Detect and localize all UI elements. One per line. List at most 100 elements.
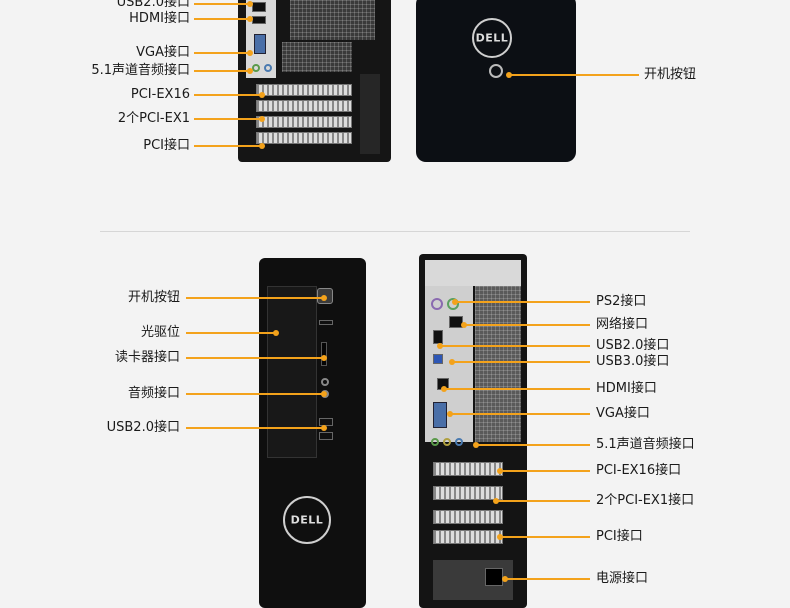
line-vga-top xyxy=(194,52,250,54)
optical-drive-bay xyxy=(267,286,317,458)
top-rear-usb-port xyxy=(252,2,266,12)
front-panel-slot xyxy=(319,320,333,325)
top-rear-fan-grill xyxy=(282,42,352,72)
top-rear-audio-jack-2 xyxy=(264,64,272,72)
line-ethernet xyxy=(464,324,590,326)
label-vga-rear: VGA接口 xyxy=(596,406,650,421)
top-rear-vga-port xyxy=(254,34,266,54)
rear-audio-jack-1 xyxy=(431,438,439,446)
top-rear-slot-3 xyxy=(256,116,352,128)
label-hdmi-rear: HDMI接口 xyxy=(596,381,657,396)
line-audio51-rear xyxy=(476,444,590,446)
top-rear-audio-jack-1 xyxy=(252,64,260,72)
line-power-socket xyxy=(505,578,590,580)
dot-usb30 xyxy=(449,359,455,365)
dell-logo-text: DELL xyxy=(475,31,509,45)
dell-logo-text-bottom: DELL xyxy=(290,513,324,527)
dot-ethernet xyxy=(461,322,467,328)
line-optical xyxy=(186,332,276,334)
front-usb-port-2 xyxy=(319,432,333,440)
line-pci-top xyxy=(194,145,262,147)
line-vga-rear xyxy=(450,413,590,415)
dot-usb20-front xyxy=(321,425,327,431)
label-cardreader: 读卡器接口 xyxy=(114,350,180,365)
label-vga-top: VGA接口 xyxy=(136,45,190,60)
line-pciex1-rear xyxy=(496,500,590,502)
label-pciex1-rear: 2个PCI-EX1接口 xyxy=(596,493,695,508)
top-rear-slot-4 xyxy=(256,132,352,144)
line-usb30 xyxy=(452,361,590,363)
dot-usb20-top xyxy=(247,1,253,7)
label-pciex1-top: 2个PCI-EX1 xyxy=(117,111,190,126)
line-pci-rear xyxy=(500,536,590,538)
line-ps2 xyxy=(455,301,590,303)
line-pciex16-rear xyxy=(500,470,590,472)
label-audio51-top: 5.1声道音频接口 xyxy=(91,63,190,78)
top-rear-psu-edge xyxy=(360,74,380,154)
line-audio51-top xyxy=(194,70,250,72)
label-pciex16-top: PCI-EX16 xyxy=(130,87,190,102)
bottom-rear-slot-2 xyxy=(433,486,503,500)
label-power-bottom: 开机按钮 xyxy=(127,290,180,305)
dot-power-bottom xyxy=(321,295,327,301)
power-socket xyxy=(485,568,503,586)
dot-audio xyxy=(321,391,327,397)
dot-optical xyxy=(273,330,279,336)
dot-power-socket xyxy=(502,576,508,582)
top-tower-rear xyxy=(238,0,391,162)
top-tower-front: DELL xyxy=(416,0,576,162)
line-pciex1-top xyxy=(194,118,262,120)
label-power-socket: 电源接口 xyxy=(596,571,649,586)
rear-usb20-port xyxy=(433,330,443,344)
label-hdmi-top: HDMI接口 xyxy=(129,11,190,26)
label-usb20-front: USB2.0接口 xyxy=(106,420,180,435)
label-optical: 光驱位 xyxy=(140,325,180,340)
rear-vga-port xyxy=(433,402,447,428)
dot-pci-rear xyxy=(497,534,503,540)
label-usb20-rear: USB2.0接口 xyxy=(596,338,670,353)
dot-vga-top xyxy=(247,50,253,56)
line-pciex16-top xyxy=(194,94,262,96)
line-power-bottom xyxy=(186,297,324,299)
dell-logo-top: DELL xyxy=(472,18,512,58)
dot-pciex16-rear xyxy=(497,468,503,474)
dot-audio51-rear xyxy=(473,442,479,448)
dot-pciex16-top xyxy=(259,92,265,98)
rear-audio-jack-2 xyxy=(443,438,451,446)
dot-usb20-rear xyxy=(437,343,443,349)
top-power-button[interactable] xyxy=(489,64,503,78)
bottom-rear-grill xyxy=(475,286,521,442)
label-usb30: USB3.0接口 xyxy=(596,354,670,369)
rear-audio-jack-3 xyxy=(455,438,463,446)
card-reader-slot xyxy=(321,342,327,366)
label-ps2: PS2接口 xyxy=(596,294,647,309)
ps2-port-1 xyxy=(431,298,443,310)
label-audio51-rear: 5.1声道音频接口 xyxy=(596,437,695,452)
line-usb20-top xyxy=(194,3,250,5)
label-usb20-top: USB2.0接口 xyxy=(116,0,190,10)
bottom-rear-slot-1 xyxy=(433,462,503,476)
line-hdmi-rear xyxy=(444,388,590,390)
label-pciex16-rear: PCI-EX16接口 xyxy=(596,463,682,478)
top-rear-slot-1 xyxy=(256,84,352,96)
bottom-rear-slot-4 xyxy=(433,530,503,544)
dot-audio51-top xyxy=(247,68,253,74)
dot-power-top xyxy=(506,72,512,78)
dot-vga-rear xyxy=(447,411,453,417)
dot-pci-top xyxy=(259,143,265,149)
dot-cardreader xyxy=(321,355,327,361)
label-power-top: 开机按钮 xyxy=(644,67,697,82)
dot-pciex1-rear xyxy=(493,498,499,504)
label-ethernet: 网络接口 xyxy=(596,317,649,332)
line-cardreader xyxy=(186,357,324,359)
rear-usb30-port xyxy=(433,354,443,364)
label-pci-rear: PCI接口 xyxy=(596,529,643,544)
line-usb20-rear xyxy=(440,345,590,347)
dot-pciex1-top xyxy=(259,116,265,122)
line-audio xyxy=(186,393,324,395)
dot-hdmi-rear xyxy=(441,386,447,392)
line-power-top xyxy=(509,74,639,76)
label-pci-top: PCI接口 xyxy=(143,138,190,153)
bottom-rear-slot-3 xyxy=(433,510,503,524)
label-audio: 音频接口 xyxy=(127,386,180,401)
